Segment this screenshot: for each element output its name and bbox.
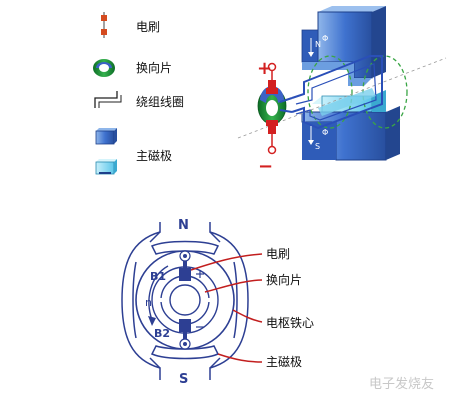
callout-armature-core: 电枢铁心 bbox=[266, 316, 315, 330]
terminal-plus-label: + bbox=[257, 58, 273, 79]
stator-frame bbox=[121, 222, 249, 380]
terminal-negative bbox=[267, 134, 277, 155]
callout-commutator: 换向片 bbox=[266, 273, 303, 287]
winding-loop bbox=[291, 55, 383, 130]
pole-s-3d-label: S bbox=[315, 142, 321, 151]
watermark: 电子发烧友 bbox=[368, 377, 434, 392]
brush-b1 bbox=[179, 261, 191, 281]
legend-label-brush: 电刷 bbox=[136, 20, 161, 34]
flux-bottom-label: Φ bbox=[322, 128, 329, 137]
legend-label-main-pole: 主磁极 bbox=[136, 149, 173, 163]
legend bbox=[93, 12, 122, 175]
callout-brush: 电刷 bbox=[266, 247, 291, 261]
callout-main-pole: 主磁极 bbox=[266, 355, 303, 369]
callout-lines bbox=[190, 253, 263, 363]
winding-coil-icon bbox=[94, 91, 122, 108]
brush-b2-label: B2 bbox=[154, 327, 171, 340]
pole-s-label: S bbox=[179, 372, 189, 387]
terminal-minus-label: − bbox=[258, 156, 274, 177]
legend-label-winding: 绕组线圈 bbox=[136, 95, 185, 109]
terminal-positive bbox=[267, 62, 277, 80]
commutator-icon bbox=[93, 59, 115, 77]
flux-top-label: Φ bbox=[322, 34, 329, 43]
flux-arrow-icon bbox=[308, 38, 314, 145]
brush-icon bbox=[101, 12, 107, 38]
brush-b1-label: B1 bbox=[150, 270, 167, 283]
pole-n-3d-label: N bbox=[315, 40, 321, 49]
main-pole-icon bbox=[95, 128, 117, 175]
rotation-arrow-icon bbox=[148, 265, 169, 326]
terminal-screw-top bbox=[179, 250, 191, 262]
cross-section bbox=[121, 222, 263, 380]
terminal-screw-bottom bbox=[179, 338, 191, 350]
brush-bottom bbox=[266, 120, 278, 134]
brush-b2 bbox=[179, 319, 191, 340]
brush-top bbox=[266, 80, 278, 94]
pole-n-label: N bbox=[178, 218, 189, 233]
rotation-n-label: n bbox=[145, 296, 152, 309]
legend-label-commutator: 换向片 bbox=[136, 61, 173, 75]
motor-3d bbox=[237, 6, 447, 161]
